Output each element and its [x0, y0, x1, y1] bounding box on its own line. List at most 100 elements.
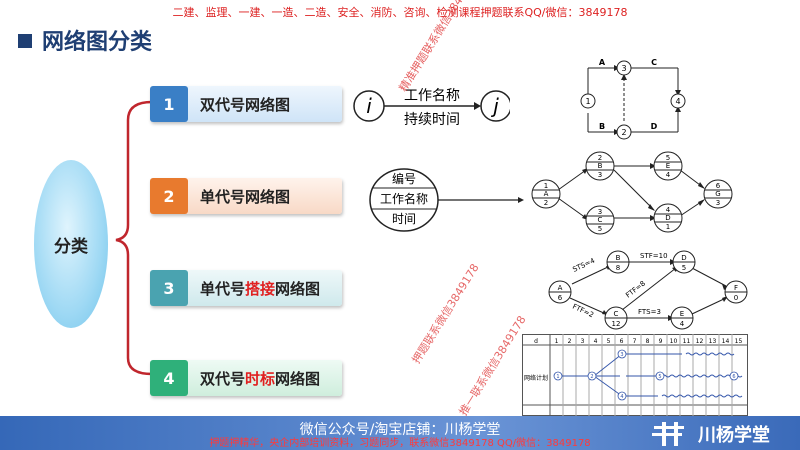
aon-node-2-c: 3	[598, 171, 602, 179]
single-code-name: 工作名称	[380, 191, 428, 206]
category-1: 1 双代号网络图	[150, 86, 342, 122]
ts-col-2: 2	[568, 338, 572, 345]
aoa-node-4: 4	[675, 97, 680, 106]
category-2-label: 单代号网络图	[200, 187, 291, 206]
aon-node-2-b: B	[598, 162, 603, 170]
ts-col-1: 1	[555, 338, 559, 345]
watermark-mid-3: 推一联系微信3849178	[456, 313, 529, 418]
ts-node-3: 3	[620, 352, 623, 358]
aoa-node-2: 2	[621, 128, 626, 137]
category-3-number: 3	[150, 270, 188, 306]
lap-node-c-bottom: 12	[612, 320, 621, 328]
brand-logo-icon	[652, 422, 684, 446]
lap-diagram: A 6 B 8 C 12 D 5 E 4 F 0 STS=4 STF=10 FT…	[548, 250, 748, 330]
timescale-diagram: d 1 2 3 4 5 6 7 8 9 10 11 12 13 14 15 网络…	[522, 334, 748, 416]
lap-node-e-top: E	[680, 310, 684, 318]
aon-node-3-a: 3	[598, 208, 602, 216]
category-3-label: 单代号搭接网络图	[200, 278, 320, 299]
category-3-label-b: 网络图	[275, 279, 321, 298]
lap-node-e-bottom: 4	[680, 320, 685, 328]
node-j-label: j	[490, 94, 499, 118]
category-1-number: 1	[150, 86, 188, 122]
aon-node-4-b: E	[666, 162, 670, 170]
bottom-watermark: 押题押精华，央企内部培训资料，习题同步，联系微信3849178 QQ/微信：38…	[209, 438, 591, 449]
aoa-arrow-a: A	[599, 58, 606, 67]
ts-col-10: 10	[670, 338, 678, 345]
aon-node-4-c: 4	[666, 171, 671, 179]
lap-node-d-bottom: 5	[682, 264, 686, 272]
aon-node-2-a: 2	[598, 154, 602, 162]
lap-link-stf: STF=10	[640, 252, 668, 260]
classification-oval: 分类	[34, 160, 108, 328]
aoa-arrow-d: D	[651, 122, 658, 131]
lap-link-sts: STS=4	[571, 256, 596, 273]
lap-node-a-bottom: 6	[558, 294, 563, 302]
brand-name: 川杨学堂	[698, 425, 770, 446]
work-name-label: 工作名称	[404, 88, 460, 104]
category-1-label: 双代号网络图	[200, 95, 291, 114]
ts-col-15: 15	[735, 338, 743, 345]
ts-col-9: 9	[659, 338, 663, 345]
category-4-highlight: 时标	[245, 369, 276, 388]
aon-node-3-b: C	[598, 216, 603, 224]
duration-label: 持续时间	[404, 111, 460, 128]
ts-node-5: 5	[658, 374, 661, 380]
aon-node-3-c: 5	[598, 225, 602, 233]
category-3: 3 单代号搭接网络图	[150, 270, 342, 306]
aoa-arrow-c: C	[651, 58, 657, 67]
category-2: 2 单代号网络图	[150, 178, 342, 214]
ts-col-14: 14	[722, 338, 730, 345]
aon-node-5-a: 4	[666, 206, 671, 214]
aoa-diagram: 1 2 3 4 A B C D	[580, 58, 686, 140]
single-code-time: 时间	[392, 212, 416, 226]
lap-link-ftf8: FTF=8	[624, 279, 647, 299]
single-code-id: 编号	[392, 171, 416, 186]
category-4-label-b: 网络图	[275, 369, 321, 388]
ts-node-2: 2	[590, 374, 593, 380]
aon-node-5-c: 1	[666, 223, 670, 231]
ts-col-11: 11	[683, 338, 691, 345]
lap-node-b-top: B	[616, 254, 621, 262]
aon-node-1-a: 1	[544, 182, 548, 190]
aon-node-6-a: 6	[716, 182, 721, 190]
category-3-label-a: 单代号	[200, 279, 246, 298]
top-watermark: 二建、监理、一建、一造、二造、安全、消防、咨询、检测课程押题联系QQ/微信：38…	[172, 6, 628, 19]
lap-node-f-bottom: 0	[734, 294, 738, 302]
classification-label: 分类	[54, 236, 88, 257]
aon-node-6-b: G	[715, 190, 720, 198]
ts-node-4: 4	[620, 394, 623, 400]
aon-node-4-a: 5	[666, 154, 670, 162]
aon-node-6-c: 3	[716, 199, 720, 207]
aoa-node-1: 1	[585, 97, 590, 106]
ts-col-7: 7	[633, 338, 637, 345]
category-bracket	[115, 100, 153, 376]
timescale-row-label: 网络计划	[524, 374, 548, 382]
category-4: 4 双代号时标网络图	[150, 360, 342, 396]
lap-link-fts: FTS=3	[638, 308, 661, 316]
watermark-mid-2: 押题联系微信3849178	[409, 261, 482, 366]
ts-col-3: 3	[581, 338, 585, 345]
aon-node-1-b: A	[544, 190, 549, 198]
ts-node-6: 6	[732, 374, 735, 380]
aon-node-1-c: 2	[544, 199, 548, 207]
bottom-center-text: 微信公众号/淘宝店铺：川杨学堂	[299, 422, 501, 438]
lap-node-d-top: D	[681, 254, 686, 262]
double-code-notation: i j 工作名称 持续时间	[353, 88, 510, 128]
node-i-label: i	[366, 94, 372, 118]
title-bullet	[18, 34, 32, 48]
timescale-header-d: d	[534, 338, 538, 345]
category-4-label: 双代号时标网络图	[200, 368, 320, 389]
aoa-arrow-b: B	[599, 122, 605, 131]
category-3-highlight: 搭接	[245, 279, 276, 298]
ts-col-13: 13	[709, 338, 717, 345]
aon-node-5-b: D	[665, 214, 670, 222]
category-4-label-a: 双代号	[200, 369, 246, 388]
ts-col-12: 12	[696, 338, 704, 345]
lap-link-ftf2: FTF=2	[571, 303, 595, 320]
lap-node-a-top: A	[558, 284, 563, 292]
ts-node-1: 1	[556, 374, 559, 380]
ts-col-4: 4	[594, 338, 598, 345]
ts-col-6: 6	[620, 338, 624, 345]
category-4-number: 4	[150, 360, 188, 396]
lap-node-b-bottom: 8	[616, 264, 620, 272]
